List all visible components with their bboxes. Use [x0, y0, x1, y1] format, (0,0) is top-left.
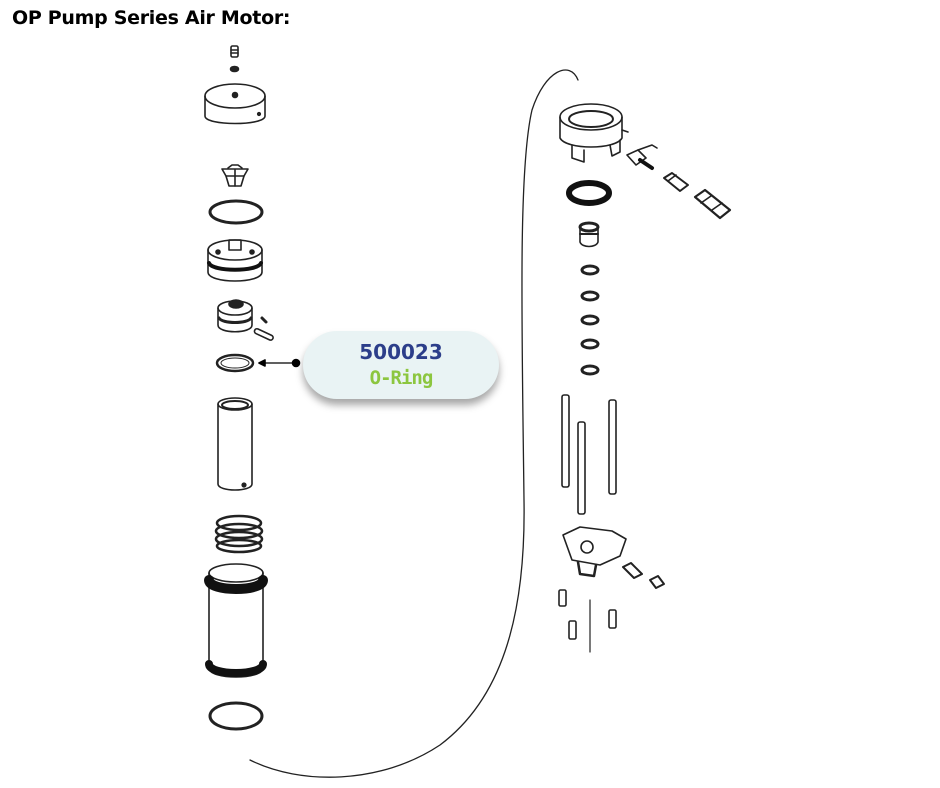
valve-body: [217, 299, 253, 333]
part-name-label: O-Ring: [369, 367, 434, 389]
cylinder-sleeve: [217, 397, 253, 491]
top-screw: [229, 45, 240, 73]
seal-stack: [580, 264, 600, 376]
valve-insert: [221, 164, 249, 187]
piston: [207, 239, 263, 282]
pins: [253, 316, 274, 341]
ball-valve: [626, 144, 658, 170]
top-cap: [204, 83, 266, 125]
nipple-fitting: [663, 172, 689, 192]
o-ring-lower: [208, 701, 264, 731]
callout-arrow: [258, 358, 301, 368]
mounting-screws: [558, 589, 617, 653]
housing-gasket: [566, 180, 612, 206]
plug-fitting: [622, 562, 643, 579]
spring: [214, 514, 264, 554]
motor-housing: [559, 103, 629, 163]
air-cylinder: [204, 563, 268, 678]
part-callout: 500023 O-Ring: [303, 331, 499, 399]
base-manifold: [562, 526, 627, 578]
assembly-connector-line: [249, 69, 579, 778]
packing-nut: [578, 221, 600, 248]
o-ring-upper: [208, 199, 264, 225]
diagram-title: OP Pump Series Air Motor:: [12, 7, 291, 29]
tie-rods: [561, 394, 617, 515]
o-ring-500023: [215, 353, 255, 373]
part-number-label: 500023: [359, 340, 443, 364]
small-plug: [649, 575, 665, 589]
coupler-fitting: [693, 188, 732, 220]
